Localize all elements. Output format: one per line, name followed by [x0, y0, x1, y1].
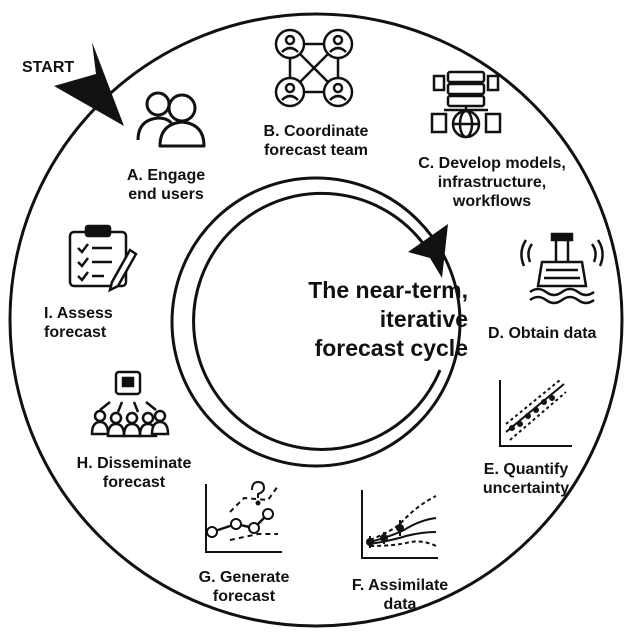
regression-plot-icon	[499, 379, 572, 447]
database-globe-icon	[430, 70, 502, 139]
team-network-icon	[274, 28, 354, 108]
clipboard-checklist-icon	[68, 224, 138, 293]
step-label-c: C. Develop models, infrastructure, workf…	[418, 155, 566, 210]
step-label-b: B. Coordinate forecast team	[263, 123, 369, 159]
sensor-buoy-icon	[520, 232, 604, 305]
start-arrow	[54, 42, 124, 126]
start-label: START	[22, 59, 75, 76]
step-label-g: G. Generate forecast	[198, 569, 290, 605]
audience-icon	[90, 370, 170, 438]
data-assimilation-plot-icon	[361, 490, 438, 559]
forecast-plot-icon	[205, 480, 282, 553]
cycle-arrow-head	[408, 224, 448, 278]
cycle-arrow-arc	[192, 191, 442, 451]
center-title: The near-term, iterative forecast cycle	[308, 277, 468, 361]
users-icon	[136, 91, 206, 148]
step-label-i: I. Assess forecast	[44, 305, 113, 341]
step-label-d: D. Obtain data	[488, 325, 597, 342]
inner-circle	[170, 176, 462, 468]
step-label-e: E. Quantify uncertainty	[482, 461, 570, 497]
step-label-f: F. Assimilate data	[351, 577, 449, 613]
step-label-h: H. Disseminate forecast	[76, 455, 192, 491]
step-label-a: A. Engage end users	[126, 167, 206, 203]
